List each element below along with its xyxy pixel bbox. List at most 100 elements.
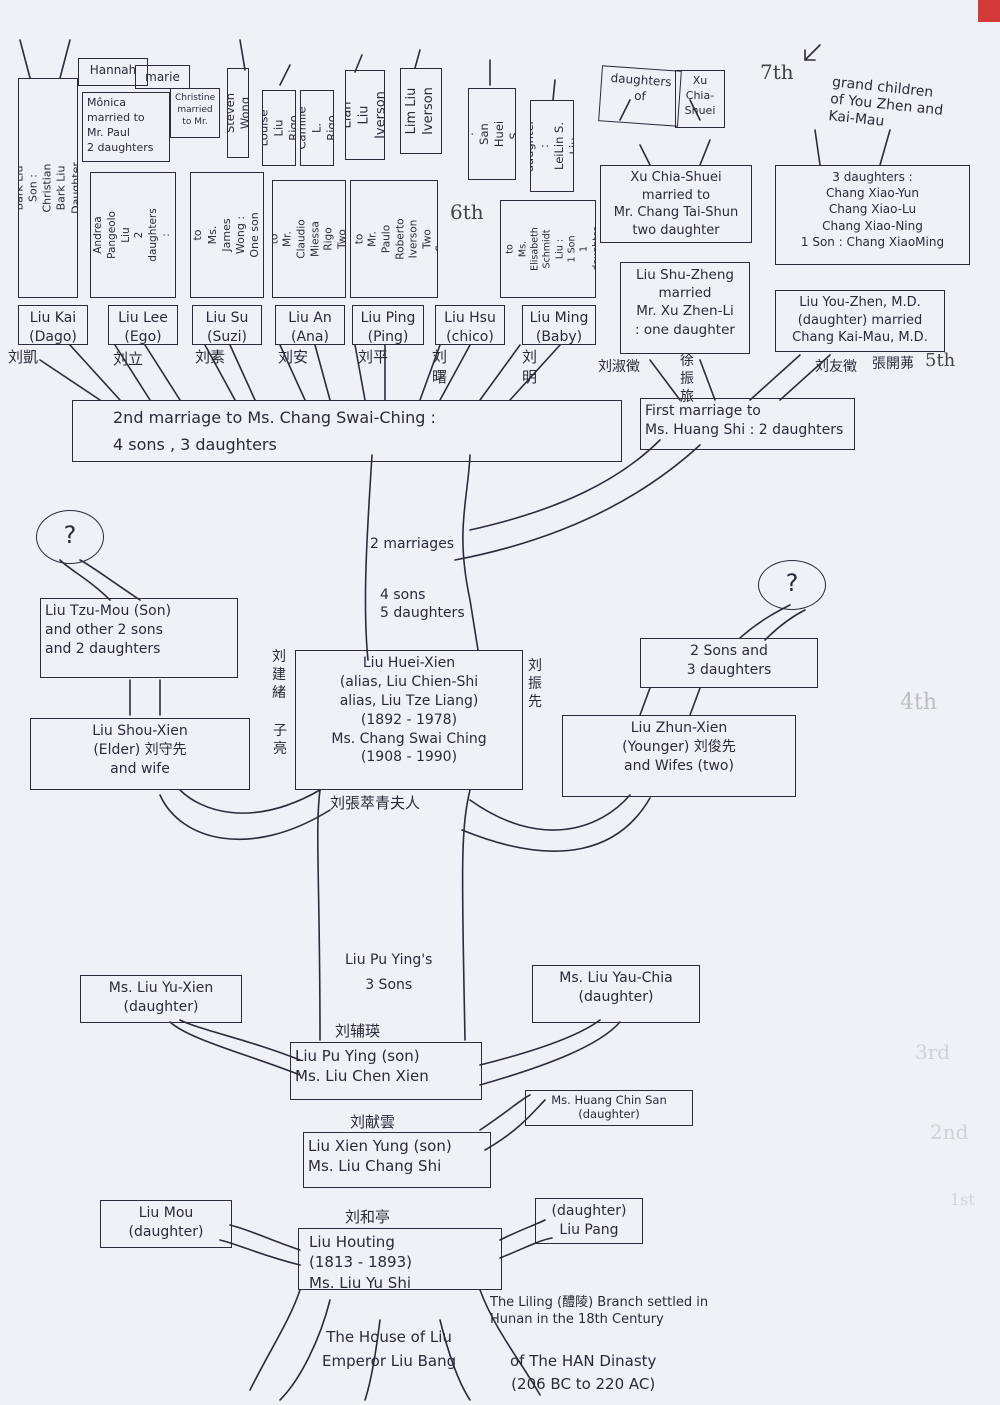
name-box-liu-hsu: Liu Hsu (chico) xyxy=(435,305,505,345)
box-huei-xien: Liu Huei-Xien (alias, Liu Chien-Shi alia… xyxy=(295,650,523,790)
root-1 xyxy=(279,1299,331,1401)
twig-1 xyxy=(19,39,31,79)
branch-huang-2 xyxy=(484,1099,546,1151)
spouse-box-monica: Mônica married to Mr. Paul 2 daughters xyxy=(82,92,170,162)
name-box-liu-lee: Liu Lee (Ego) xyxy=(108,305,178,345)
br6-kai-2 xyxy=(69,344,121,401)
zh-an: 刘安 xyxy=(278,348,309,366)
twig-13 xyxy=(639,144,651,166)
branch-zhun xyxy=(469,794,631,831)
spouse-box-an: Married to Mr. Claudio Miessa Rigo Two d… xyxy=(272,180,346,298)
gen-label-6th: 6th xyxy=(450,200,484,224)
spouse-box-lee: Married to Ms. Andrea Pangeolo Liu 2 dau… xyxy=(90,172,176,298)
branch-q-left xyxy=(59,559,111,601)
box-liu-pang: (daughter) Liu Pang xyxy=(535,1198,643,1244)
name-box-shu-zheng: Liu Shu-Zheng married Mr. Xu Zhen-Li : o… xyxy=(620,262,750,354)
branch-huang xyxy=(479,1094,531,1131)
br6-hsu-1 xyxy=(419,344,441,401)
zh-he-ting: 刘和亭 xyxy=(345,1208,391,1226)
br6-ming-1 xyxy=(479,344,521,401)
spouse-box-xu: Xu Chia-Shuei married to Mr. Chang Tai-S… xyxy=(600,165,752,243)
branch-zhun-2 xyxy=(461,797,651,852)
twig-11 xyxy=(814,129,821,166)
footer-liling: The Liling (醴陵) Branch settled in Hunan … xyxy=(490,1295,709,1327)
zh-you-zhen: 刘友徵 xyxy=(815,359,857,375)
br5-shu-2 xyxy=(699,359,716,401)
branch-yau-2 xyxy=(479,1021,621,1086)
br6-an-2 xyxy=(314,344,331,401)
twig-12 xyxy=(879,129,891,166)
zh-chang-swai: 刘張萃青夫人 xyxy=(330,794,421,812)
name-tag-leilin: daughter : LeiLin S. Liu xyxy=(530,100,574,192)
branch-q-left-2 xyxy=(79,559,141,601)
name-box-liu-kai: Liu Kai (Dago) xyxy=(18,305,88,345)
box-xien-yung: Liu Xien Yung (son) Ms. Liu Chang Shi xyxy=(303,1132,491,1188)
box-yu-xien: Ms. Liu Yu-Xien (daughter) xyxy=(80,975,242,1023)
box-shou-xien: Liu Shou-Xien (Elder) 刘守先 and wife xyxy=(30,718,250,790)
branch-twosons-2 xyxy=(689,687,701,716)
branch-shou xyxy=(179,789,321,814)
br6-su-1 xyxy=(204,344,236,401)
br5-shu-1 xyxy=(649,359,681,401)
name-tag-steven: Steven Wong xyxy=(227,68,249,158)
twig-2 xyxy=(59,39,71,79)
name-tag-louise: Louise Liu Rigo xyxy=(262,90,296,166)
box-pu-ying: Liu Pu Ying (son) Ms. Liu Chen Xien xyxy=(290,1042,482,1100)
spouse-box-ping: Married to Mr. Paulo Roberto Iverson Two… xyxy=(350,180,438,298)
name-box-liu-su: Liu Su (Suzi) xyxy=(192,305,262,345)
branch-yau xyxy=(479,1019,601,1066)
branch-shou-2 xyxy=(159,794,331,841)
branch-mou xyxy=(229,1224,301,1251)
zh-jian-xu: 刘建緒 xyxy=(272,649,286,702)
name-box-liu-an: Liu An (Ana) xyxy=(275,305,345,345)
twig-10 xyxy=(689,99,701,121)
br6-ping-1 xyxy=(354,344,366,401)
name-tag-xu-chia: Xu Chia-Shuei xyxy=(675,70,725,128)
zh-zi-liang: 子亮 xyxy=(273,723,287,758)
zh-xu-zhen: 徐振旅 xyxy=(680,353,694,406)
trunk-lower-left xyxy=(316,789,321,1041)
branch-twosons xyxy=(639,687,651,716)
name-tag-marie: marie xyxy=(135,65,190,89)
root-2 xyxy=(364,1319,381,1401)
box-tzu-mou: Liu Tzu-Mou (Son) and other 2 sons and 2… xyxy=(40,598,238,678)
trunk-base-left xyxy=(249,1289,301,1391)
gen-label-3rd: 3rd xyxy=(915,1040,951,1064)
zh-lee: 刘立 xyxy=(113,350,144,368)
br5-you-2 xyxy=(779,354,831,401)
branch-q-right-2 xyxy=(764,609,806,641)
trunk-lower-right xyxy=(461,789,471,1041)
name-tag-son-hui: son : San Huei S. Liu xyxy=(468,88,516,180)
spouse-box-su: Married to Ms. James Wong : One son (Ste… xyxy=(190,172,264,298)
unknown-left: ? xyxy=(36,510,104,564)
twig-9 xyxy=(619,99,631,121)
branch-pang-2 xyxy=(499,1237,553,1259)
name-box-liu-ping: Liu Ping (Ping) xyxy=(352,305,424,345)
name-tag-christine: Christine married to Mr. xyxy=(170,88,220,138)
arrow-7th xyxy=(804,44,821,61)
br6-su-2 xyxy=(229,344,256,401)
br6-an-1 xyxy=(279,344,306,401)
br6-hsu-2 xyxy=(439,344,471,401)
branch-first xyxy=(469,439,661,531)
name-tag-camille: Camille L. Rigo xyxy=(300,90,334,166)
twig-8 xyxy=(552,79,556,101)
footer-house: The House of Liu Emperor Liu Bang xyxy=(322,1328,457,1370)
trunk-right xyxy=(462,454,479,651)
spouse-box-ming: Married to Ms. Elisabeth Schmidt Liu : 1… xyxy=(500,200,596,298)
zh-zhen-xian: 刘振先 xyxy=(528,658,542,711)
red-corner-marker xyxy=(978,0,1000,22)
trunk-left xyxy=(364,454,373,661)
gen-label-5th: 5th xyxy=(925,350,956,371)
box-liu-mou: Liu Mou (daughter) xyxy=(100,1200,232,1248)
gen-label-1st: 1st xyxy=(950,1190,975,1209)
zh-ping: 刘平 xyxy=(358,348,389,366)
trunk-children: 4 sons 5 daughters xyxy=(380,587,465,622)
twig-5 xyxy=(354,54,363,73)
spouse-box-chang: 3 daughters : Chang Xiao-Yun Chang Xiao-… xyxy=(775,165,970,265)
box-two-sons: 2 Sons and 3 daughters xyxy=(640,638,818,688)
br6-kai-1 xyxy=(39,359,101,401)
name-tag-lim: Lim Liu Iverson xyxy=(400,68,442,154)
twig-4 xyxy=(279,64,291,86)
label-pu-ying-sons: Liu Pu Ying's 3 Sons xyxy=(345,952,433,994)
